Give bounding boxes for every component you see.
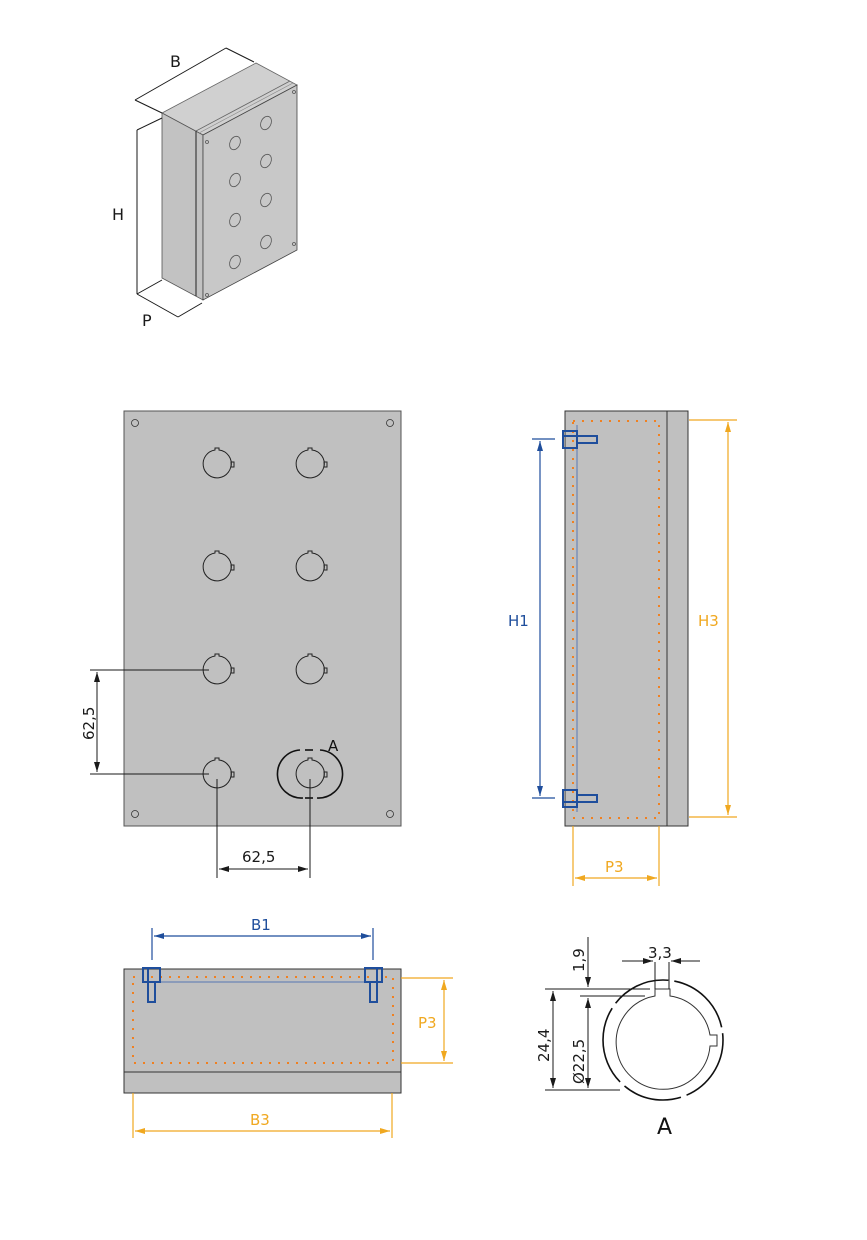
front-view: A 62,5 62,5	[80, 410, 402, 878]
top-view: B1 P3 B3	[123, 916, 453, 1138]
detail-a-label: A	[328, 737, 339, 755]
dim-horizontal-spacing: 62,5	[242, 848, 275, 866]
dim-diameter: Ø22,5	[570, 1039, 588, 1084]
dim-key-depth: 1,9	[570, 948, 588, 972]
hinge-right	[364, 967, 383, 1003]
dim-overall: 24,4	[535, 1029, 553, 1062]
side-view: H1 H3 P3	[508, 410, 737, 886]
dim-key-width: 3,3	[648, 944, 672, 962]
detail-a-marker	[276, 749, 344, 799]
label-b: B	[170, 52, 181, 71]
label-b1: B1	[251, 916, 271, 934]
hinge-left	[142, 967, 161, 1003]
label-p: P	[142, 311, 152, 330]
hinge-top	[562, 430, 598, 449]
hinge-bottom	[562, 789, 598, 808]
detail-a-title: A	[657, 1115, 672, 1140]
label-h1: H1	[508, 612, 529, 630]
dim-vertical-spacing: 62,5	[80, 707, 98, 740]
label-side-p3: P3	[605, 858, 624, 876]
label-top-p3: P3	[418, 1014, 437, 1032]
detail-a-view: 3,3 1,9 24,4 Ø22,5 A	[535, 937, 724, 1140]
label-h3: H3	[698, 612, 719, 630]
label-h: H	[112, 205, 124, 224]
isometric-view: B H P	[112, 47, 298, 330]
label-b3: B3	[250, 1111, 270, 1129]
